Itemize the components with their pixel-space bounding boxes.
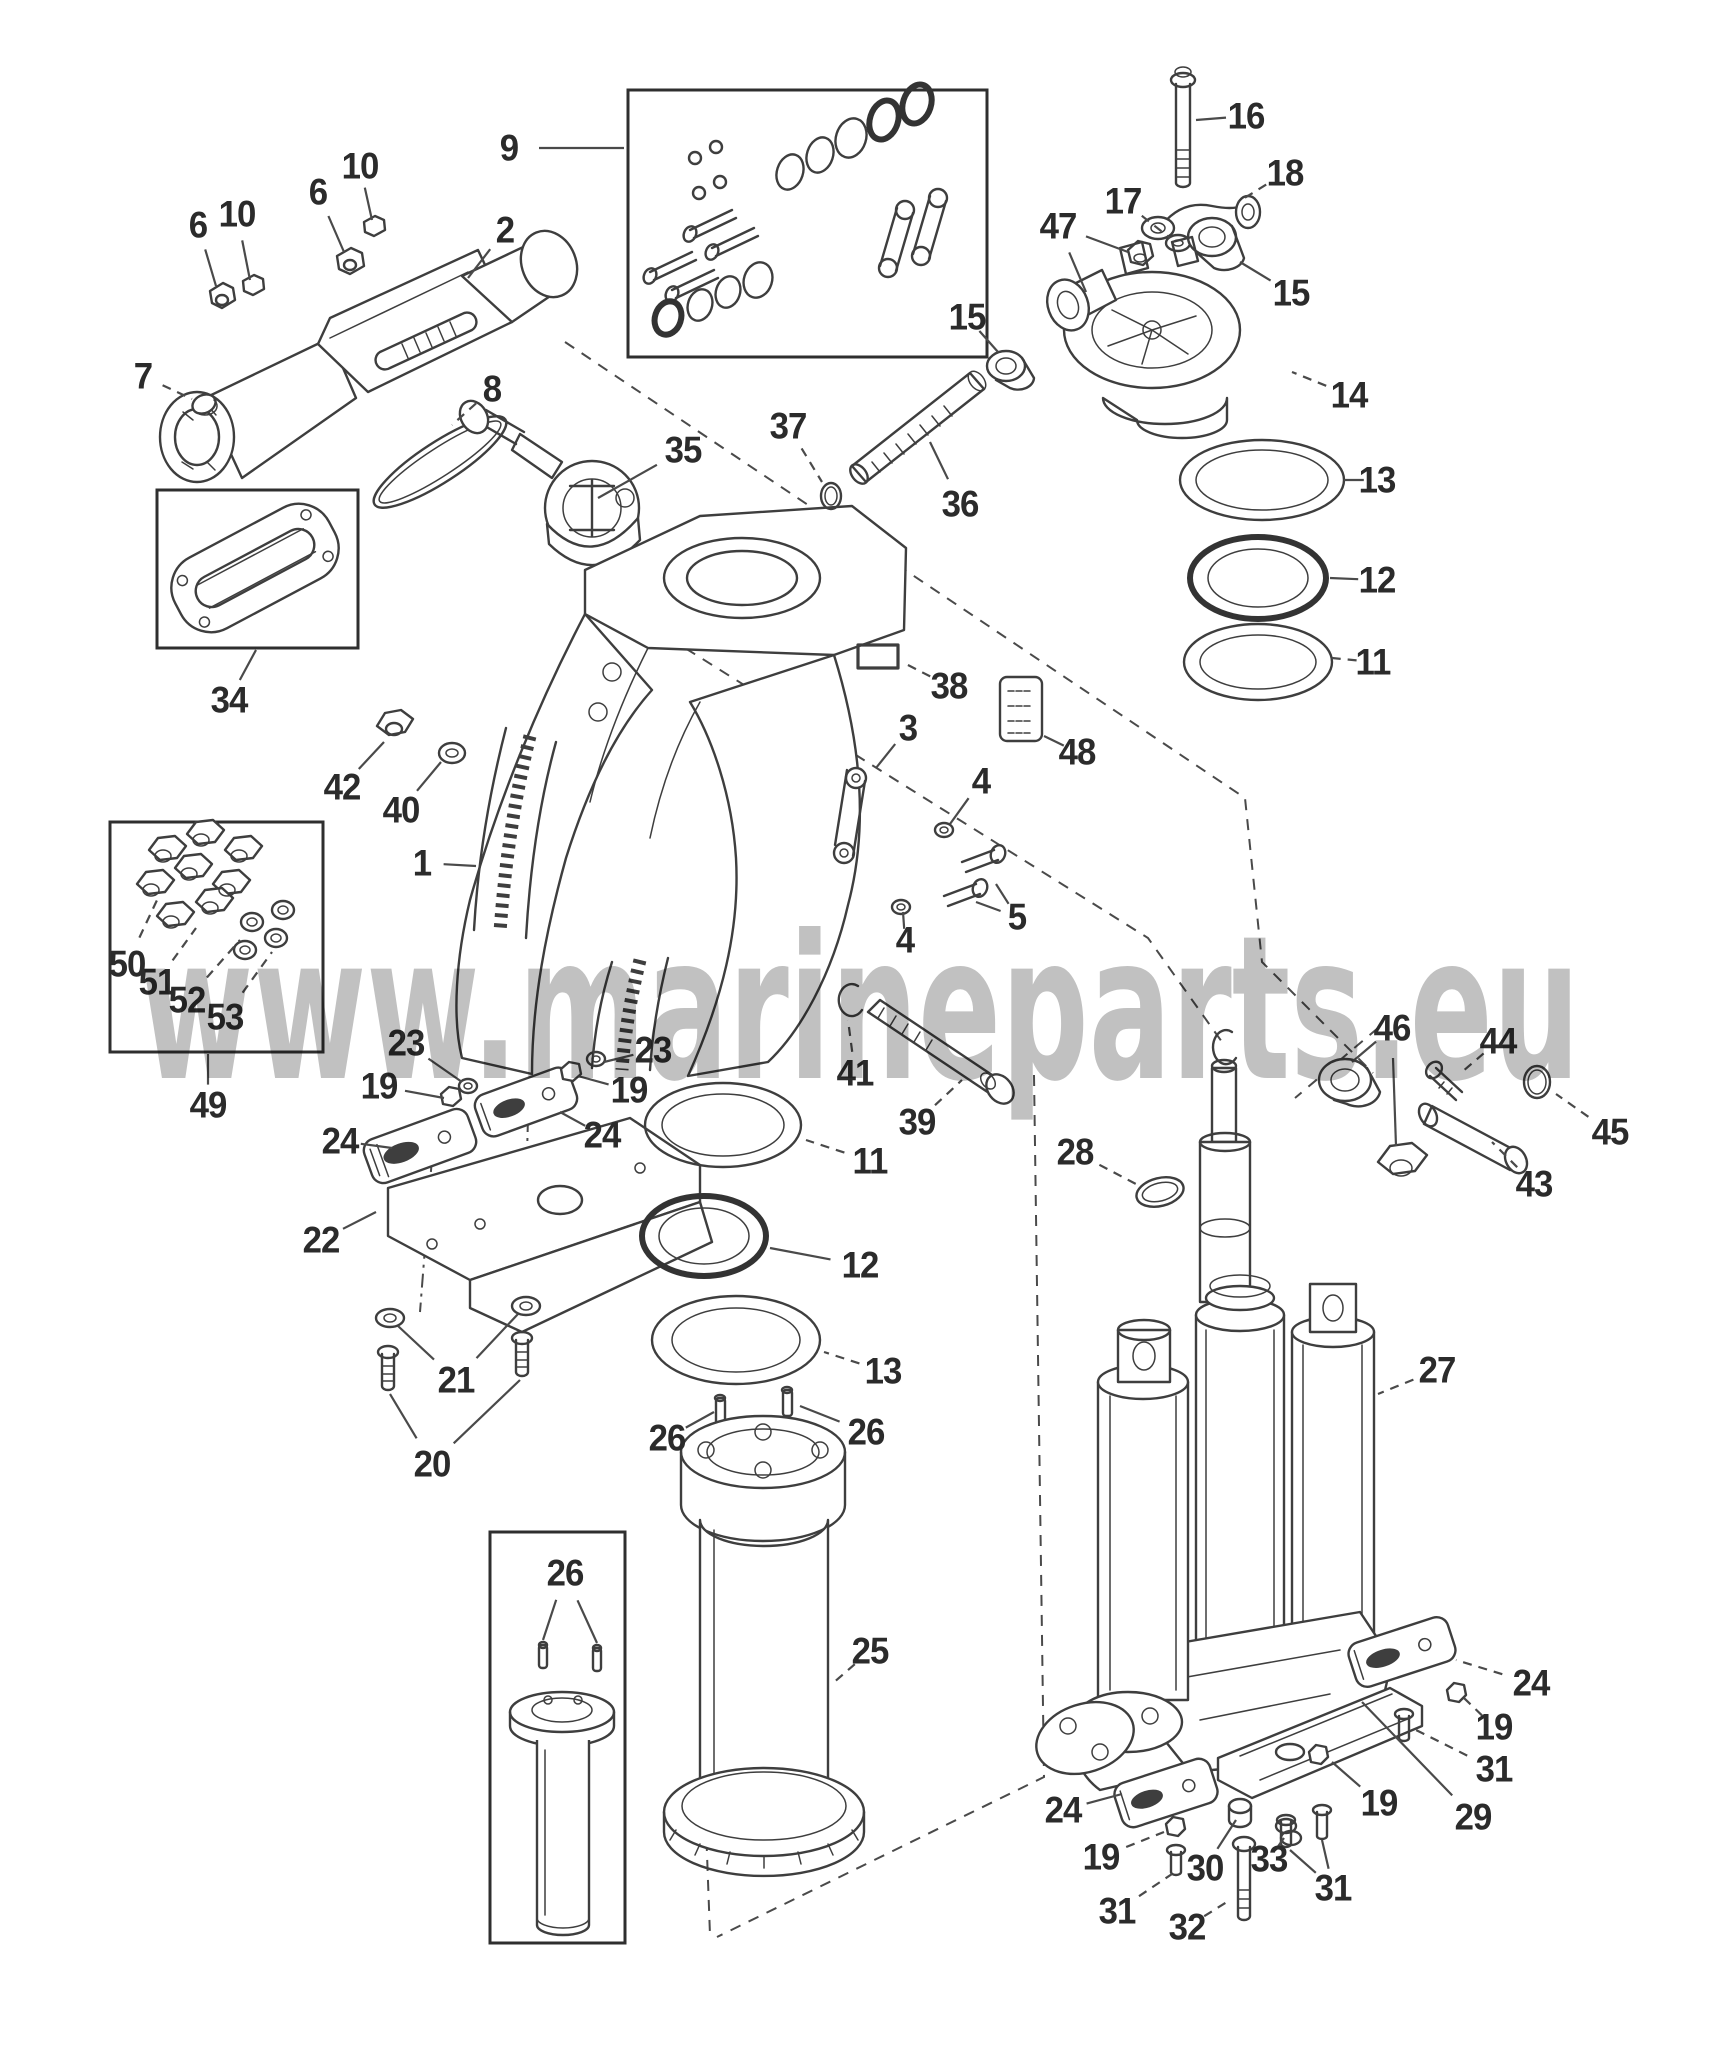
seal-kit-contents — [642, 81, 949, 338]
part-callout-28: 28 — [1056, 1131, 1095, 1173]
part-callout-13: 13 — [1358, 459, 1397, 501]
part-callout-20: 20 — [413, 1443, 452, 1485]
part-callout-52: 52 — [168, 979, 207, 1021]
part-callout-24: 24 — [1512, 1662, 1551, 1704]
part-callout-26: 26 — [546, 1552, 585, 1594]
part-callout-12: 12 — [1358, 559, 1397, 601]
part-callout-12: 12 — [841, 1244, 880, 1286]
part-callout-48: 48 — [1058, 731, 1097, 773]
part-callout-3: 3 — [898, 707, 918, 749]
trim-ram-drawing — [1198, 1028, 1252, 1304]
part-callout-16: 16 — [1227, 95, 1266, 137]
part-callout-31: 31 — [1098, 1890, 1137, 1932]
part-callout-26: 26 — [648, 1417, 687, 1459]
part-callout-19: 19 — [1082, 1836, 1121, 1878]
oring-28 — [1135, 1176, 1185, 1208]
nut-kit-contents — [135, 818, 296, 961]
part-callout-24: 24 — [1044, 1789, 1083, 1831]
part-callout-24: 24 — [583, 1114, 622, 1156]
part-callout-23: 23 — [634, 1029, 673, 1071]
part-callout-31: 31 — [1475, 1748, 1514, 1790]
oval-ring-drawing — [372, 415, 508, 509]
part-callout-26: 26 — [847, 1411, 886, 1453]
part-callout-37: 37 — [769, 405, 808, 447]
tag-plates — [856, 643, 1044, 743]
part-callout-53: 53 — [206, 996, 245, 1038]
part-callout-31: 31 — [1314, 1867, 1353, 1909]
part-callout-46: 46 — [1373, 1007, 1412, 1049]
part-callout-5: 5 — [1007, 896, 1027, 938]
part-callout-2: 2 — [495, 209, 515, 251]
part-callout-11: 11 — [852, 1140, 889, 1182]
clamp-pad-drawing — [170, 502, 340, 634]
part-callout-10: 10 — [341, 145, 380, 187]
part-callout-43: 43 — [1515, 1163, 1554, 1205]
tilt-tube-assembly-drawing — [158, 229, 579, 484]
anode-bracket-assembly — [362, 1050, 714, 1392]
seal-kit-box — [626, 88, 989, 359]
clamp-pad-box — [155, 488, 360, 650]
part-callout-19: 19 — [610, 1069, 649, 1111]
part-callout-29: 29 — [1454, 1796, 1493, 1838]
rod-kit-contents — [508, 1640, 616, 1937]
part-callout-11: 11 — [1355, 641, 1392, 683]
part-callout-47: 47 — [1039, 205, 1078, 247]
part-callout-19: 19 — [360, 1065, 399, 1107]
part-callout-51: 51 — [138, 961, 177, 1003]
part-callout-36: 36 — [941, 483, 980, 525]
part-callout-6: 6 — [308, 171, 328, 213]
pivot-nut-washer — [375, 708, 467, 765]
part-callout-39: 39 — [898, 1101, 937, 1143]
part-callout-45: 45 — [1591, 1111, 1630, 1153]
part-callout-35: 35 — [664, 429, 703, 471]
part-callout-19: 19 — [1475, 1706, 1514, 1748]
part-callout-10: 10 — [218, 193, 257, 235]
swivel-cap-assembly — [1046, 66, 1262, 440]
part-callout-24: 24 — [321, 1120, 360, 1162]
part-callout-50: 50 — [108, 943, 147, 985]
cap-drawing — [191, 393, 218, 416]
part-callout-7: 7 — [133, 355, 153, 397]
part-callout-4: 4 — [971, 760, 991, 802]
part-callout-38: 38 — [930, 665, 969, 707]
part-callout-23: 23 — [387, 1022, 426, 1064]
part-callout-49: 49 — [189, 1084, 228, 1126]
part-callout-1: 1 — [412, 842, 432, 884]
part-callout-32: 32 — [1168, 1906, 1207, 1948]
part-callout-17: 17 — [1104, 180, 1143, 222]
part-callout-41: 41 — [836, 1052, 875, 1094]
part-callout-22: 22 — [302, 1219, 341, 1261]
part-callout-30: 30 — [1186, 1847, 1225, 1889]
swivel-bracket-drawing — [455, 504, 908, 1078]
part-callout-18: 18 — [1266, 152, 1305, 194]
part-callout-13: 13 — [864, 1350, 903, 1392]
part-callout-8: 8 — [482, 368, 502, 410]
part-callout-15: 15 — [1272, 272, 1311, 314]
part-callout-6: 6 — [188, 204, 208, 246]
pivot-tube-drawing — [819, 349, 1036, 511]
part-callout-15: 15 — [948, 296, 987, 338]
part-callout-4: 4 — [895, 919, 915, 961]
part-callout-27: 27 — [1418, 1349, 1457, 1391]
rod-kit-box — [488, 1530, 627, 1945]
part-callout-40: 40 — [382, 789, 421, 831]
part-callout-42: 42 — [323, 766, 362, 808]
center-ring-stack — [639, 1081, 866, 1878]
part-callout-34: 34 — [210, 679, 249, 721]
link-and-bolts — [832, 766, 1007, 916]
bushing-46 — [1317, 1057, 1429, 1177]
part-callout-21: 21 — [437, 1359, 476, 1401]
part-callout-19: 19 — [1360, 1782, 1399, 1824]
part-callout-44: 44 — [1479, 1020, 1518, 1062]
part-callout-14: 14 — [1330, 374, 1369, 416]
part-callout-9: 9 — [499, 127, 519, 169]
part-callout-25: 25 — [851, 1630, 890, 1672]
power-trim-assembly — [1035, 1274, 1394, 1792]
part-callout-33: 33 — [1250, 1838, 1289, 1880]
tilt-pin-hardware — [837, 982, 1015, 1105]
